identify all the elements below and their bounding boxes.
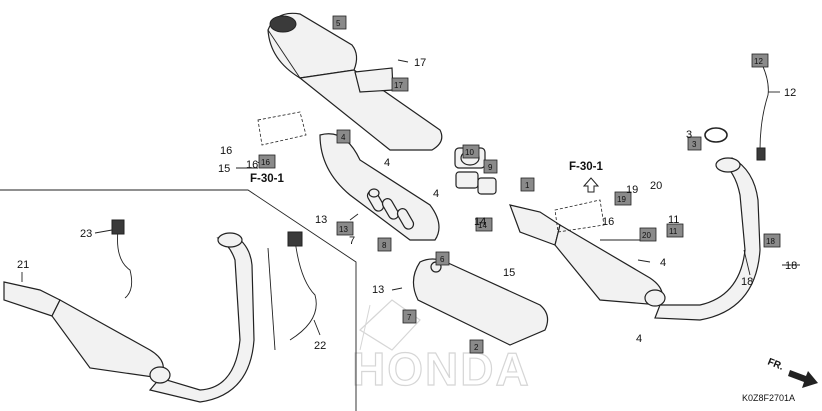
svg-text:22: 22 xyxy=(314,340,326,352)
svg-text:20: 20 xyxy=(650,180,662,192)
front-direction-marker: FR. xyxy=(766,357,818,388)
svg-text:8: 8 xyxy=(382,241,387,250)
svg-text:16: 16 xyxy=(602,216,614,228)
svg-text:4: 4 xyxy=(384,157,390,169)
svg-text:16: 16 xyxy=(246,159,258,171)
o2-sensors xyxy=(111,59,769,341)
right-muffler xyxy=(509,157,761,321)
plain-callouts: 17 16 15 16 4 4 13 7 14 15 13 16 19 20 1… xyxy=(17,57,797,352)
svg-text:13: 13 xyxy=(315,214,327,226)
svg-text:12: 12 xyxy=(784,87,796,99)
svg-text:14: 14 xyxy=(478,221,487,230)
svg-text:4: 4 xyxy=(636,333,642,345)
svg-text:1: 1 xyxy=(525,181,530,190)
svg-text:17: 17 xyxy=(414,57,426,69)
inset-divider xyxy=(0,189,357,411)
svg-text:11: 11 xyxy=(669,227,678,236)
svg-text:6: 6 xyxy=(440,255,445,264)
svg-text:3: 3 xyxy=(686,129,692,141)
svg-text:7: 7 xyxy=(407,313,412,322)
svg-text:4: 4 xyxy=(341,133,346,142)
reference-arrow-icon xyxy=(582,177,600,193)
honda-watermark: HONDA xyxy=(351,299,531,396)
reference-f-30-1-left: F-30-1 xyxy=(250,173,284,185)
svg-text:4: 4 xyxy=(660,257,666,269)
svg-text:16: 16 xyxy=(261,158,270,167)
svg-text:14: 14 xyxy=(474,216,486,228)
svg-text:4: 4 xyxy=(433,188,439,200)
collar-group-left xyxy=(257,111,307,146)
svg-text:10: 10 xyxy=(465,148,474,157)
collar-group-right xyxy=(554,199,605,233)
svg-text:3: 3 xyxy=(692,140,697,149)
left-muffler xyxy=(3,232,255,403)
svg-text:20: 20 xyxy=(642,231,651,240)
svg-text:19: 19 xyxy=(626,184,638,196)
heat-protector-lower xyxy=(412,258,549,346)
diagram-code: K0Z8F2701A xyxy=(742,393,795,403)
svg-text:5: 5 xyxy=(336,19,341,28)
svg-text:12: 12 xyxy=(754,57,763,66)
boxed-callouts: 5 17 16 4 10 9 1 14 13 8 6 7 2 3 12 19 2… xyxy=(258,15,781,354)
svg-text:21: 21 xyxy=(17,259,29,271)
svg-text:2: 2 xyxy=(474,343,479,352)
svg-text:7: 7 xyxy=(349,235,355,247)
svg-text:18: 18 xyxy=(766,237,775,246)
svg-text:13: 13 xyxy=(339,225,348,234)
svg-text:11: 11 xyxy=(668,214,679,226)
svg-text:18: 18 xyxy=(741,276,753,288)
svg-text:23: 23 xyxy=(80,228,92,240)
svg-text:HONDA: HONDA xyxy=(352,343,531,395)
svg-text:19: 19 xyxy=(617,195,626,204)
svg-text:15: 15 xyxy=(218,163,230,175)
leader-inset xyxy=(267,247,276,351)
svg-text:16: 16 xyxy=(220,145,232,157)
reference-f-30-1-right: F-30-1 xyxy=(569,161,603,173)
svg-text:17: 17 xyxy=(394,81,403,90)
svg-text:15: 15 xyxy=(503,267,515,279)
svg-text:9: 9 xyxy=(488,163,493,172)
svg-text:18: 18 xyxy=(785,260,797,272)
upper-muffler xyxy=(267,12,443,151)
svg-text:FR.: FR. xyxy=(766,357,785,373)
svg-text:13: 13 xyxy=(372,284,384,296)
leader-lines xyxy=(21,59,800,336)
front-arrow-icon xyxy=(788,370,818,388)
heat-protector-upper xyxy=(319,133,440,241)
gasket-ring xyxy=(704,127,728,143)
